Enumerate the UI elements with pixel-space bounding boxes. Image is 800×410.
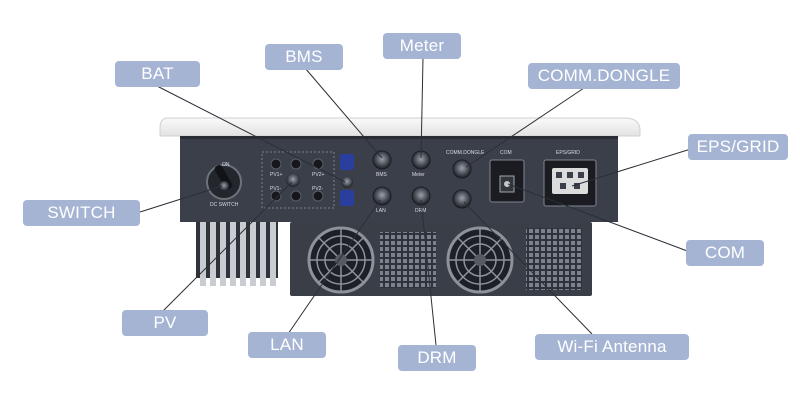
leader-com xyxy=(507,183,691,253)
lid xyxy=(159,117,641,137)
device-printed-labels: ON DC SWITCH PV1+ PV1- PV2+ PV2- BMS Met… xyxy=(210,150,580,214)
label-pv2-pos: PV2+ xyxy=(312,172,324,178)
callout-bms: BMS xyxy=(265,44,343,70)
callout-meter: Meter xyxy=(383,33,461,59)
label-pv2-neg: PV2- xyxy=(312,186,323,192)
callout-com: COM xyxy=(686,240,764,266)
callout-eps-grid: EPS/GRID xyxy=(688,134,788,160)
leader-bat xyxy=(156,85,346,183)
label-pv1-neg: PV1- xyxy=(270,186,281,192)
label-dc-switch: DC SWITCH xyxy=(210,202,239,208)
fan-right xyxy=(446,226,514,294)
callout-lan: LAN xyxy=(248,332,326,358)
callout-drm: DRM xyxy=(398,345,476,371)
leader-meter xyxy=(420,57,424,159)
fan-left xyxy=(307,226,375,294)
com-socket xyxy=(489,159,525,203)
leader-drm xyxy=(420,199,437,346)
label-lan: LAN xyxy=(376,208,386,214)
leader-pv xyxy=(161,181,293,313)
leader-lines xyxy=(139,57,695,346)
label-bms: BMS xyxy=(376,172,388,178)
label-eps-grid: EPS/GRID xyxy=(556,150,580,156)
callout-bat: BAT xyxy=(115,61,200,87)
callout-comm-dongle: COMM.DONGLE xyxy=(528,63,680,89)
callout-wifi-antenna: Wi-Fi Antenna xyxy=(535,334,689,360)
comm-ports xyxy=(372,150,472,209)
label-pv1-pos: PV1+ xyxy=(270,172,282,178)
heat-sink xyxy=(196,222,278,286)
label-comm-dongle: COMM.DONGLE xyxy=(446,150,485,156)
callout-pv: PV xyxy=(122,310,208,336)
leader-lan xyxy=(287,199,381,335)
leader-wifi-antenna xyxy=(463,201,593,335)
label-on: ON xyxy=(222,162,230,168)
callout-switch: SWITCH xyxy=(23,200,140,226)
leader-switch xyxy=(139,185,223,213)
dc-switch-knob xyxy=(206,164,242,200)
battery-connectors xyxy=(340,154,354,206)
label-drm: DRM xyxy=(415,208,426,214)
leader-eps-grid xyxy=(571,147,695,187)
leader-bms xyxy=(304,67,383,159)
eps-grid-terminal xyxy=(543,159,597,207)
label-com: COM xyxy=(500,150,512,156)
label-meter: Meter xyxy=(412,172,425,178)
leader-comm-dongle xyxy=(465,87,585,168)
